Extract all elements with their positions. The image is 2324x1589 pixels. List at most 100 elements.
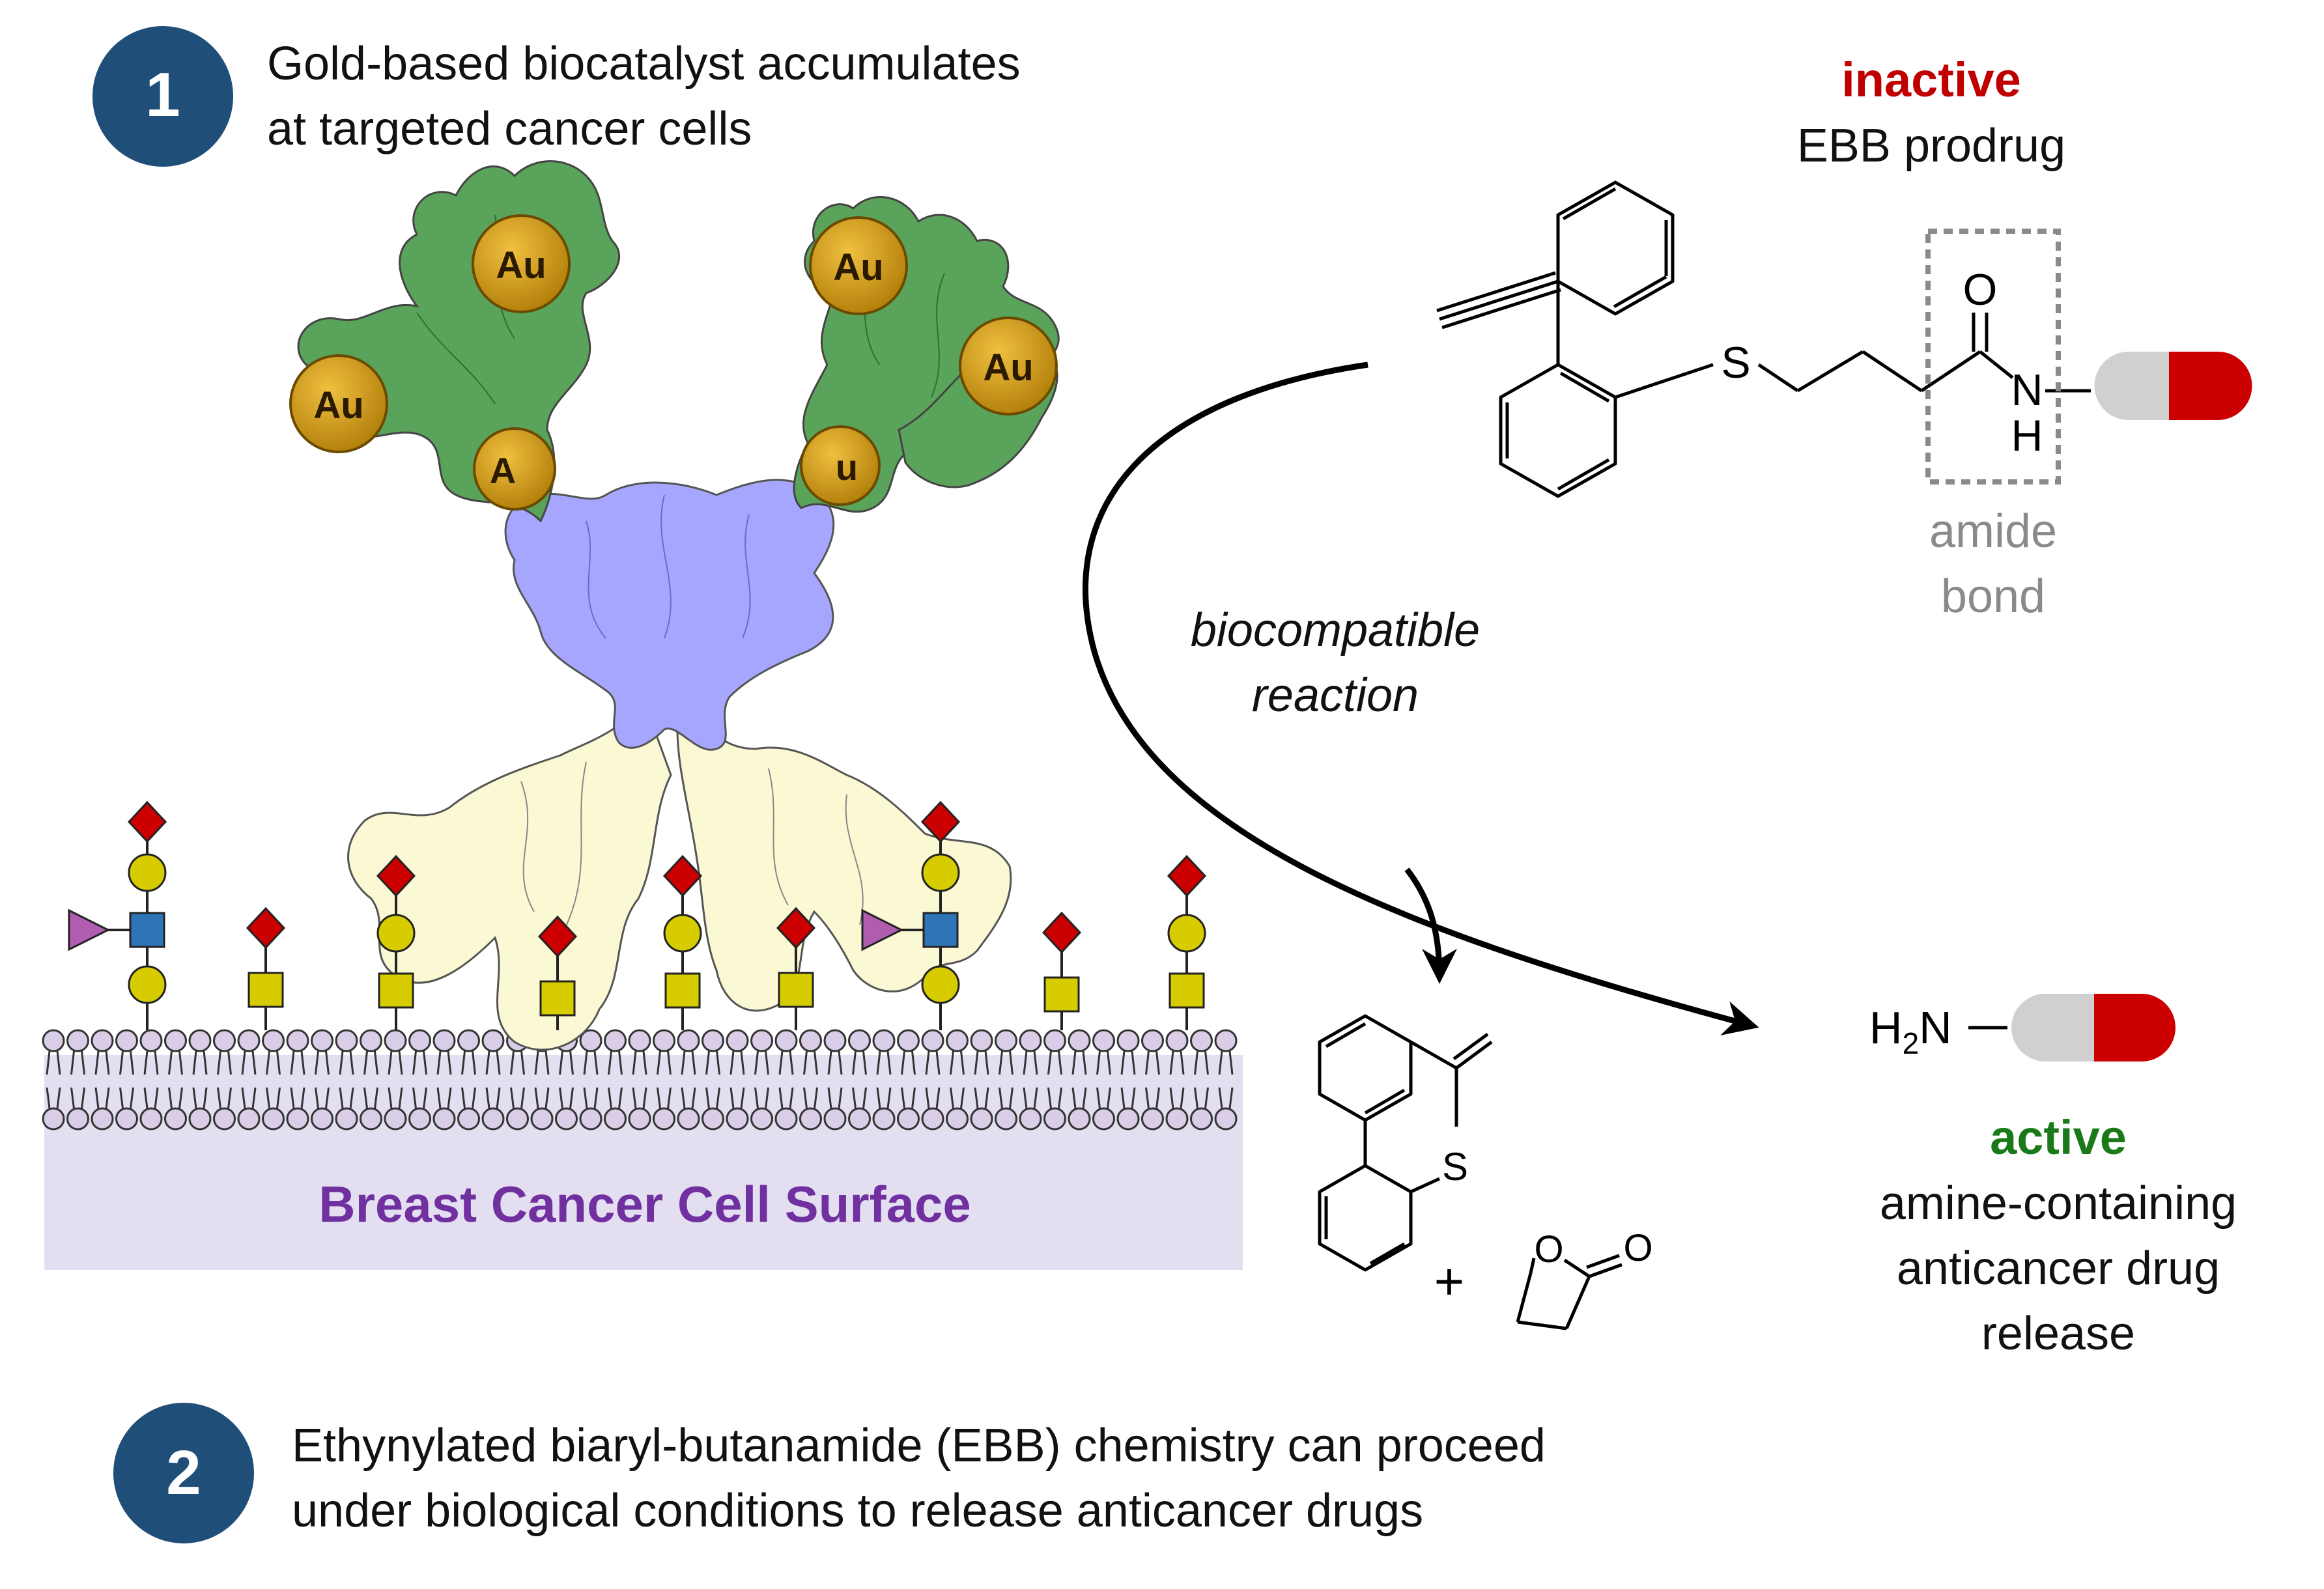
lipid-tail (315, 1050, 330, 1075)
lipid-head (1190, 1029, 1213, 1052)
lipid-bilayer (42, 1029, 1238, 1131)
antibody-lower-left-arm (347, 701, 672, 1051)
lipid-head (408, 1029, 431, 1052)
glycan-diamond (920, 800, 961, 843)
svg-text:A: A (490, 450, 516, 491)
prodrug-atom-O: O (1963, 265, 1998, 315)
lipid-head (115, 1107, 138, 1131)
lipid-head (213, 1107, 236, 1131)
lipid-tail (999, 1087, 1013, 1109)
lipid-head (1043, 1107, 1066, 1131)
lipid-head (1116, 1107, 1140, 1131)
lipid-head (139, 1107, 163, 1131)
lipid-tail (1194, 1050, 1209, 1075)
lipid-tail (436, 1050, 452, 1075)
lipid-head (726, 1029, 749, 1052)
lipid-head (995, 1107, 1017, 1131)
svg-text:Au: Au (496, 244, 546, 287)
glycan-circle (376, 914, 416, 953)
amide-label-line2: bond (1941, 570, 2045, 623)
lipid-tail (583, 1087, 599, 1109)
glycan-diamond (537, 915, 578, 958)
glycan-square (129, 912, 165, 948)
lipid-head (335, 1029, 358, 1052)
glycan-diamond (1042, 911, 1082, 954)
step-1: 1 Gold-based biocatalyst accumulates at … (92, 26, 1021, 167)
lipid-head (66, 1107, 89, 1131)
lipid-tail (94, 1087, 110, 1109)
step-2-badge (113, 1403, 254, 1543)
step-1-number: 1 (145, 60, 180, 130)
lipid-tail (339, 1087, 354, 1109)
lipid-head (726, 1107, 749, 1131)
lipid-tail (583, 1050, 599, 1075)
svg-text:Au: Au (313, 384, 363, 427)
reaction-label-line1: biocompatible (1191, 604, 1480, 656)
glycan-square (1169, 972, 1205, 1009)
antibody-conjugate: Au Au A Au Au u (289, 160, 1060, 1051)
step-1-badge (92, 26, 233, 167)
antibody-upper-left-arm (297, 160, 621, 523)
lipid-head (164, 1029, 187, 1052)
lipid-tail (485, 1050, 501, 1075)
product-desc-line3: release (1981, 1308, 2135, 1360)
lipid-head (408, 1107, 431, 1131)
antibody-lower-right-arm (676, 701, 1012, 1012)
prodrug-atom-N: N (2011, 365, 2043, 415)
lipid-tail (999, 1050, 1013, 1075)
lipid-tail (1120, 1087, 1136, 1109)
lipid-head (1092, 1029, 1115, 1052)
lipid-head (750, 1029, 773, 1052)
lipid-tail (559, 1050, 574, 1075)
lipid-head (42, 1029, 65, 1052)
glycan-diamond (662, 854, 703, 897)
lipid-head (799, 1029, 822, 1052)
lipid-head (311, 1107, 333, 1131)
lipid-head (1214, 1107, 1238, 1131)
lipid-tail (412, 1087, 427, 1109)
lipid-head (262, 1029, 285, 1052)
step-2: 2 Ethynylated biaryl-butanamide (EBB) ch… (113, 1403, 1546, 1543)
glycan-square (1043, 976, 1080, 1013)
lipid-tail (705, 1050, 720, 1075)
lipid-head (897, 1107, 920, 1131)
lipid-tail (754, 1087, 769, 1109)
lipid-tail (974, 1050, 989, 1075)
lipid-head (701, 1107, 724, 1131)
lipid-tail (657, 1050, 672, 1075)
lipid-head (481, 1029, 505, 1052)
lipid-tail (363, 1050, 378, 1075)
lipid-tail (290, 1050, 305, 1075)
lipid-head (848, 1029, 871, 1052)
lipid-tail (950, 1050, 965, 1075)
lipid-tail (534, 1050, 550, 1075)
lipid-tail (1218, 1050, 1234, 1075)
lipid-head (1068, 1107, 1091, 1131)
prodrug-atom-S: S (1721, 338, 1750, 387)
prodrug-skeleton (1436, 180, 2091, 498)
svg-text:Au: Au (833, 246, 883, 288)
lipid-tail (241, 1050, 257, 1075)
lipid-head (970, 1029, 993, 1052)
lipid-head (115, 1029, 138, 1052)
reaction-arrow-curve (1083, 361, 1759, 1035)
lipid-tail (461, 1087, 476, 1109)
glycan-square (778, 972, 814, 1008)
gold-particle: Au (809, 216, 908, 315)
lipid-tail (412, 1050, 427, 1075)
glycan-triangle (861, 908, 904, 951)
step-1-text-line2: at targeted cancer cells (267, 103, 752, 155)
lipid-tail (657, 1087, 672, 1109)
lipid-tail (363, 1087, 378, 1109)
lipid-tail (1145, 1050, 1160, 1075)
lipid-head (823, 1029, 847, 1052)
lipid-tail (1096, 1087, 1111, 1109)
lipid-tail (1218, 1087, 1234, 1109)
lipid-head (213, 1029, 236, 1052)
lipid-tail (974, 1087, 989, 1109)
lipid-tail (510, 1050, 525, 1075)
antibody-domain-line (586, 494, 751, 639)
lipid-head (1116, 1029, 1140, 1052)
lipid-head (506, 1107, 529, 1131)
prodrug-state: inactive (1841, 53, 2021, 107)
